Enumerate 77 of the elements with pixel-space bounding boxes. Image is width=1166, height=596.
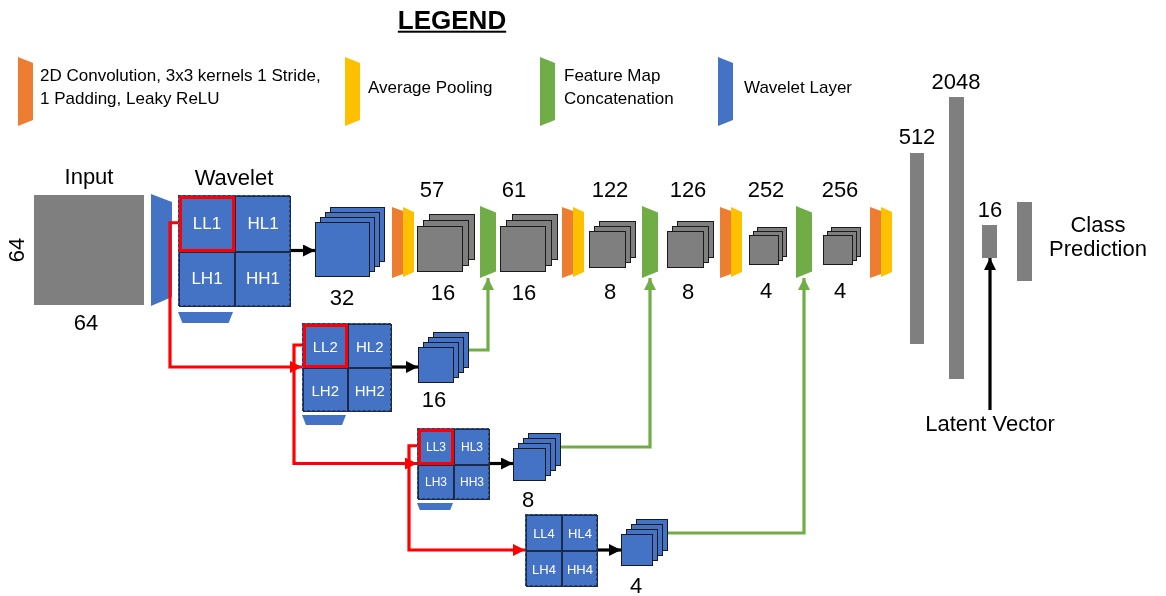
arrow xyxy=(292,343,417,470)
size-label: 64 xyxy=(4,237,30,263)
size-label: 16 xyxy=(421,387,447,413)
arrow xyxy=(668,278,810,535)
stage-heading: Input xyxy=(64,165,114,190)
size-label: 8 xyxy=(603,279,617,305)
subband-cell: LH4 xyxy=(526,551,562,587)
size-label: 2048 xyxy=(931,69,981,95)
subband-cell: HL4 xyxy=(562,515,598,551)
subband-cell: HL3 xyxy=(454,429,490,465)
feature-map-stack xyxy=(667,221,714,268)
subband-cell: LL2 xyxy=(303,324,348,368)
arrow xyxy=(984,258,996,410)
size-label: 32 xyxy=(329,285,355,311)
size-label: 8 xyxy=(521,487,535,513)
wavelet-subband-grid xyxy=(525,514,597,586)
feature-map-stack xyxy=(417,214,475,272)
size-label: 256 xyxy=(821,177,859,203)
size-label: 4 xyxy=(833,278,847,304)
feature-map-stack xyxy=(749,227,787,265)
size-label: 16 xyxy=(977,197,1003,223)
wavelet-subband-grid xyxy=(417,428,489,499)
legend-text: Wavelet Layer xyxy=(744,76,854,99)
dense-layer-bar xyxy=(982,225,997,258)
arrow xyxy=(597,544,621,556)
size-label: 126 xyxy=(669,177,707,203)
size-label: 16 xyxy=(511,280,537,306)
size-label: 61 xyxy=(501,177,527,203)
size-label: 4 xyxy=(629,573,643,596)
feature-map-stack xyxy=(500,214,558,272)
feature-map-stack xyxy=(823,227,861,265)
arrow xyxy=(168,221,302,373)
legend-heading: LEGEND xyxy=(397,5,507,35)
arrow xyxy=(469,278,494,352)
subband-cell: LH3 xyxy=(418,464,454,500)
wavelet-subband-grid xyxy=(302,323,391,411)
size-label: 57 xyxy=(419,177,445,203)
feature-map-stack xyxy=(418,332,469,383)
legend-text: 2D Convolution, 3x3 kernels 1 Stride, 1 Padding, Leaky ReLU xyxy=(40,65,322,110)
subband-cell: LL4 xyxy=(526,515,562,551)
size-label: 512 xyxy=(898,124,936,150)
size-label: 16 xyxy=(430,280,456,306)
subband-cell: HL2 xyxy=(347,324,392,368)
subband-cell: LL1 xyxy=(179,196,235,252)
arrow xyxy=(290,244,315,257)
concatenation-layer xyxy=(480,206,496,278)
dense-layer-bar xyxy=(1017,202,1032,281)
legend-text: Feature Map Concatenation xyxy=(564,65,675,110)
subband-cell: LH2 xyxy=(303,368,348,412)
subband-cell: LH1 xyxy=(179,251,235,307)
output-label: Class Prediction xyxy=(1048,212,1148,262)
stage-heading: Wavelet xyxy=(194,166,274,191)
size-label: 64 xyxy=(73,310,99,336)
feature-map-stack xyxy=(315,207,385,277)
arrow xyxy=(407,444,525,556)
size-label: 122 xyxy=(591,177,629,203)
size-label: 4 xyxy=(759,278,773,304)
concatenation-layer xyxy=(796,206,812,278)
subband-cell: HH4 xyxy=(562,551,598,587)
concatenation-layer xyxy=(642,206,658,278)
feature-map-stack xyxy=(589,221,636,268)
size-label: 252 xyxy=(747,177,785,203)
dense-layer-bar xyxy=(910,153,924,344)
feature-map-stack xyxy=(621,519,668,566)
latent-vector-label: Latent Vector xyxy=(912,410,1068,438)
arrow xyxy=(391,361,418,373)
subband-cell: HH3 xyxy=(454,464,490,500)
arrow xyxy=(561,278,656,449)
dense-layer-bar xyxy=(949,97,964,379)
arrow xyxy=(489,457,513,470)
subband-cell: HL1 xyxy=(235,196,291,252)
subband-cell: HH1 xyxy=(235,251,291,307)
subband-cell: HH2 xyxy=(347,368,392,412)
subband-cell: LL3 xyxy=(418,429,454,465)
size-label: 8 xyxy=(681,279,695,305)
legend-text: Average Pooling xyxy=(368,76,494,99)
feature-map-stack xyxy=(513,433,561,481)
